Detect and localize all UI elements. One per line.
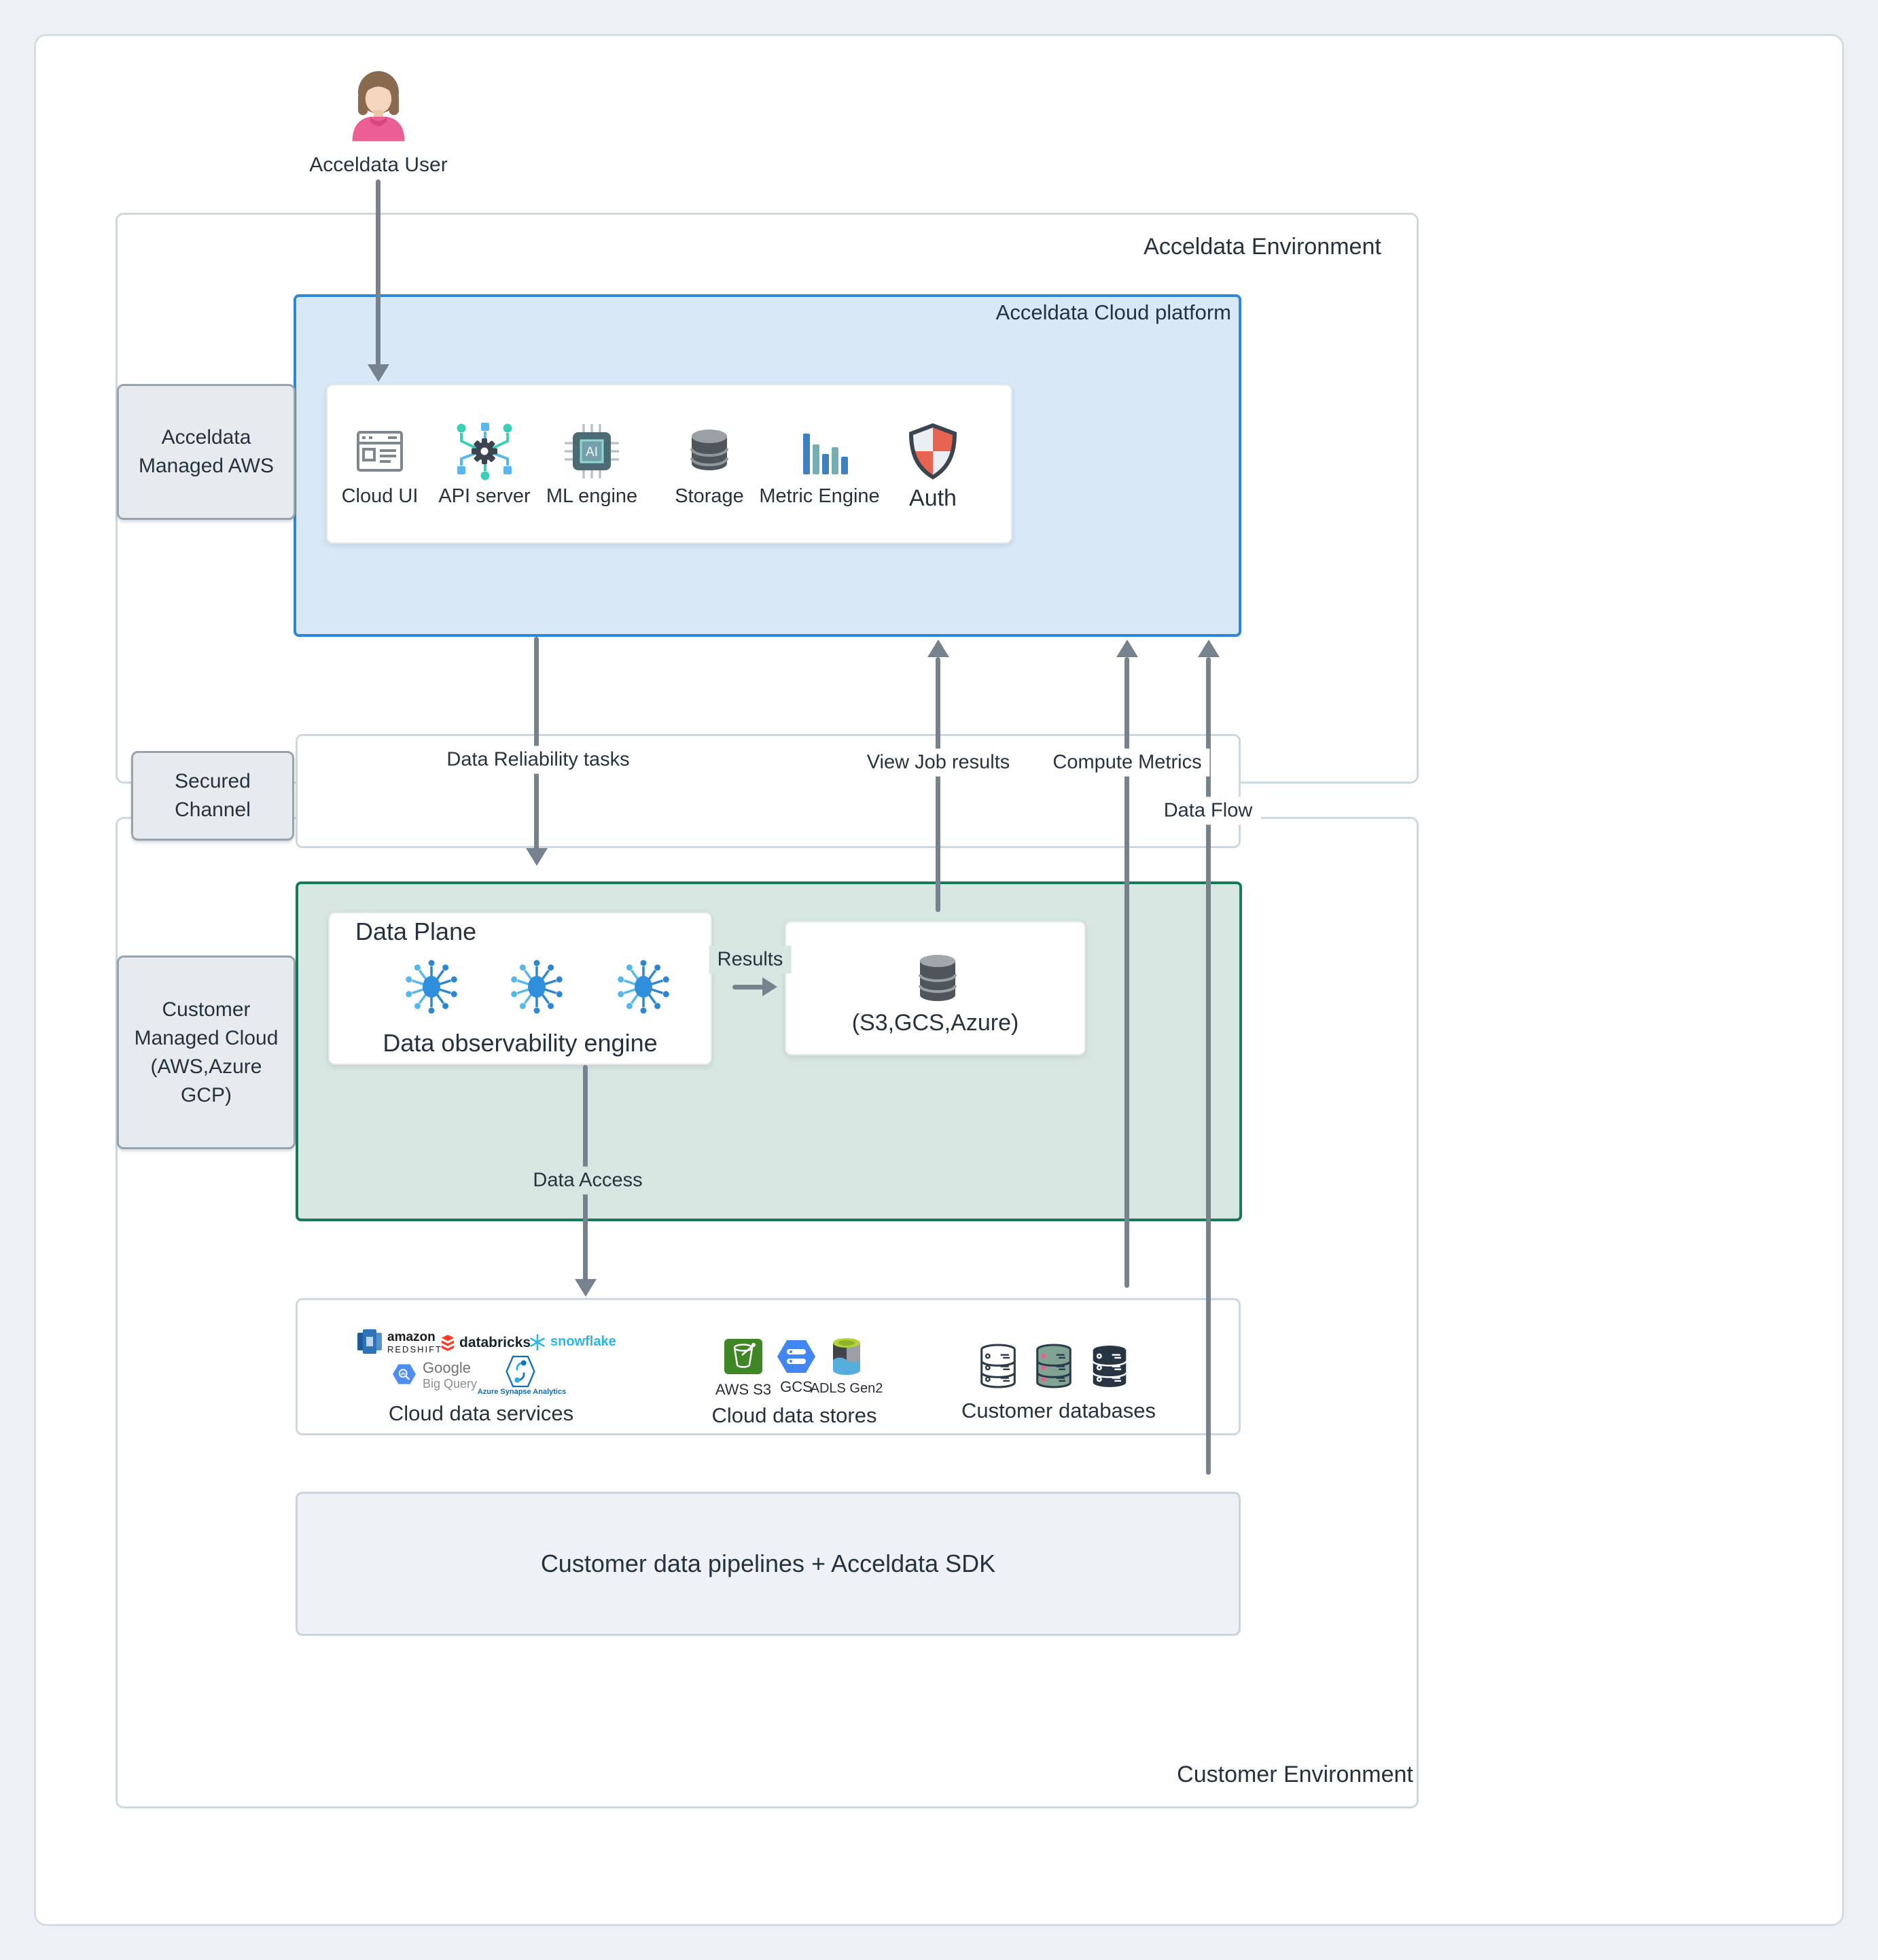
customer-environment-title: Customer Environment <box>1177 1762 1413 1787</box>
observability-hub-icon <box>509 958 565 1015</box>
cloud-data-stores-label: Cloud data stores <box>711 1403 877 1427</box>
data-reliability-line <box>534 637 539 851</box>
google-wordmark: Google <box>423 1359 471 1376</box>
view-job-results-arrow-head <box>927 640 949 657</box>
component-cloud-ui: Cloud UI <box>319 420 441 508</box>
results-label: Results <box>709 945 792 974</box>
user-arrow-head <box>368 364 389 382</box>
databricks-wordmark: databricks <box>459 1335 531 1350</box>
component-api-server: API server <box>423 420 546 508</box>
observability-hub-icon <box>404 958 459 1015</box>
customer-pipelines-label: Customer data pipelines + Acceldata SDK <box>540 1550 996 1577</box>
component-ml-engine: AI ML engine <box>531 420 653 508</box>
customer-managed-cloud-box: Customer Managed Cloud (AWS,Azure GCP) <box>117 956 296 1149</box>
ml-engine-icon: AI <box>565 424 619 478</box>
data-flow-line <box>1206 657 1211 1475</box>
cloud-ui-icon <box>357 431 403 472</box>
user-avatar-icon <box>352 71 405 141</box>
gcs-icon <box>777 1340 815 1373</box>
compute-metrics-arrow-head <box>1116 640 1138 657</box>
user-arrow-line <box>376 179 380 367</box>
observability-hub-icon <box>616 958 671 1015</box>
metric-engine-icon <box>803 434 848 474</box>
databricks-icon <box>441 1335 455 1351</box>
secured-channel-label-box: Secured Channel <box>131 751 294 841</box>
amazon-redshift-wordmark-1: amazon <box>387 1330 436 1344</box>
bigquery-icon <box>393 1364 416 1384</box>
data-access-label: Data Access <box>525 1166 651 1195</box>
svg-text:AI: AI <box>586 445 598 459</box>
aws-s3-icon <box>724 1339 762 1374</box>
storage-icon <box>690 430 728 470</box>
bigquery-wordmark: Big Query <box>423 1377 478 1390</box>
acceldata-environment-title: Acceldata Environment <box>1144 234 1381 260</box>
azure-synapse-icon <box>506 1355 535 1388</box>
data-access-arrow-head <box>575 1279 597 1297</box>
component-label: Auth <box>909 485 957 511</box>
component-label: Metric Engine <box>759 485 880 507</box>
customer-db-icon-light <box>980 1344 1016 1388</box>
view-job-results-label: View Job results <box>858 748 1018 777</box>
snowflake-wordmark: snowflake <box>550 1334 616 1349</box>
auth-shield-icon <box>908 423 957 480</box>
results-arrow-head <box>762 977 777 996</box>
snowflake-icon <box>530 1333 545 1351</box>
services-box <box>296 1298 1241 1435</box>
observability-engine-label: Data observability engine <box>383 1029 658 1057</box>
adls-gen2-label: ADLS Gen2 <box>810 1381 883 1396</box>
data-reliability-arrow-head <box>526 848 548 866</box>
results-store-label: (S3,GCS,Azure) <box>851 1010 1019 1036</box>
data-plane-title: Data Plane <box>355 917 477 945</box>
data-reliability-label: Data Reliability tasks <box>438 746 638 774</box>
acceldata-cloud-platform-title: Acceldata Cloud platform <box>995 300 1231 324</box>
component-label: Storage <box>675 485 744 507</box>
platform-components-card <box>326 384 1012 544</box>
user-label: Acceldata User <box>309 154 448 176</box>
azure-synapse-wordmark: Azure Synapse Analytics <box>477 1388 567 1396</box>
compute-metrics-line <box>1124 657 1129 1288</box>
amazon-redshift-wordmark-2: REDSHIFT <box>387 1344 442 1354</box>
adls-gen2-icon <box>833 1338 860 1375</box>
acceldata-managed-aws-box: Acceldata Managed AWS <box>117 384 296 520</box>
component-label: API server <box>438 485 531 507</box>
compute-metrics-label: Compute Metrics <box>1044 748 1210 777</box>
results-db-icon <box>919 955 957 1001</box>
aws-s3-label: AWS S3 <box>715 1381 772 1398</box>
component-label: ML engine <box>546 485 638 507</box>
cloud-data-services-label: Cloud data services <box>388 1401 574 1425</box>
view-job-results-line <box>936 657 940 912</box>
component-metric-engine: Metric Engine <box>758 420 881 508</box>
component-label: Cloud UI <box>341 485 419 507</box>
customer-db-icon-dark <box>1092 1344 1127 1387</box>
api-server-icon <box>457 423 512 480</box>
customer-pipelines-box: Customer data pipelines + Acceldata SDK <box>296 1492 1241 1636</box>
gcs-label: GCS <box>780 1378 813 1395</box>
data-flow-label: Data Flow <box>1155 797 1261 825</box>
amazon-redshift-icon <box>357 1329 382 1354</box>
data-flow-arrow-head <box>1198 640 1220 657</box>
component-auth: Auth <box>872 420 994 512</box>
component-storage: Storage <box>648 420 770 508</box>
results-arrow-line <box>732 985 764 990</box>
customer-databases-label: Customer databases <box>961 1399 1156 1422</box>
customer-db-icon-green <box>1036 1344 1071 1388</box>
